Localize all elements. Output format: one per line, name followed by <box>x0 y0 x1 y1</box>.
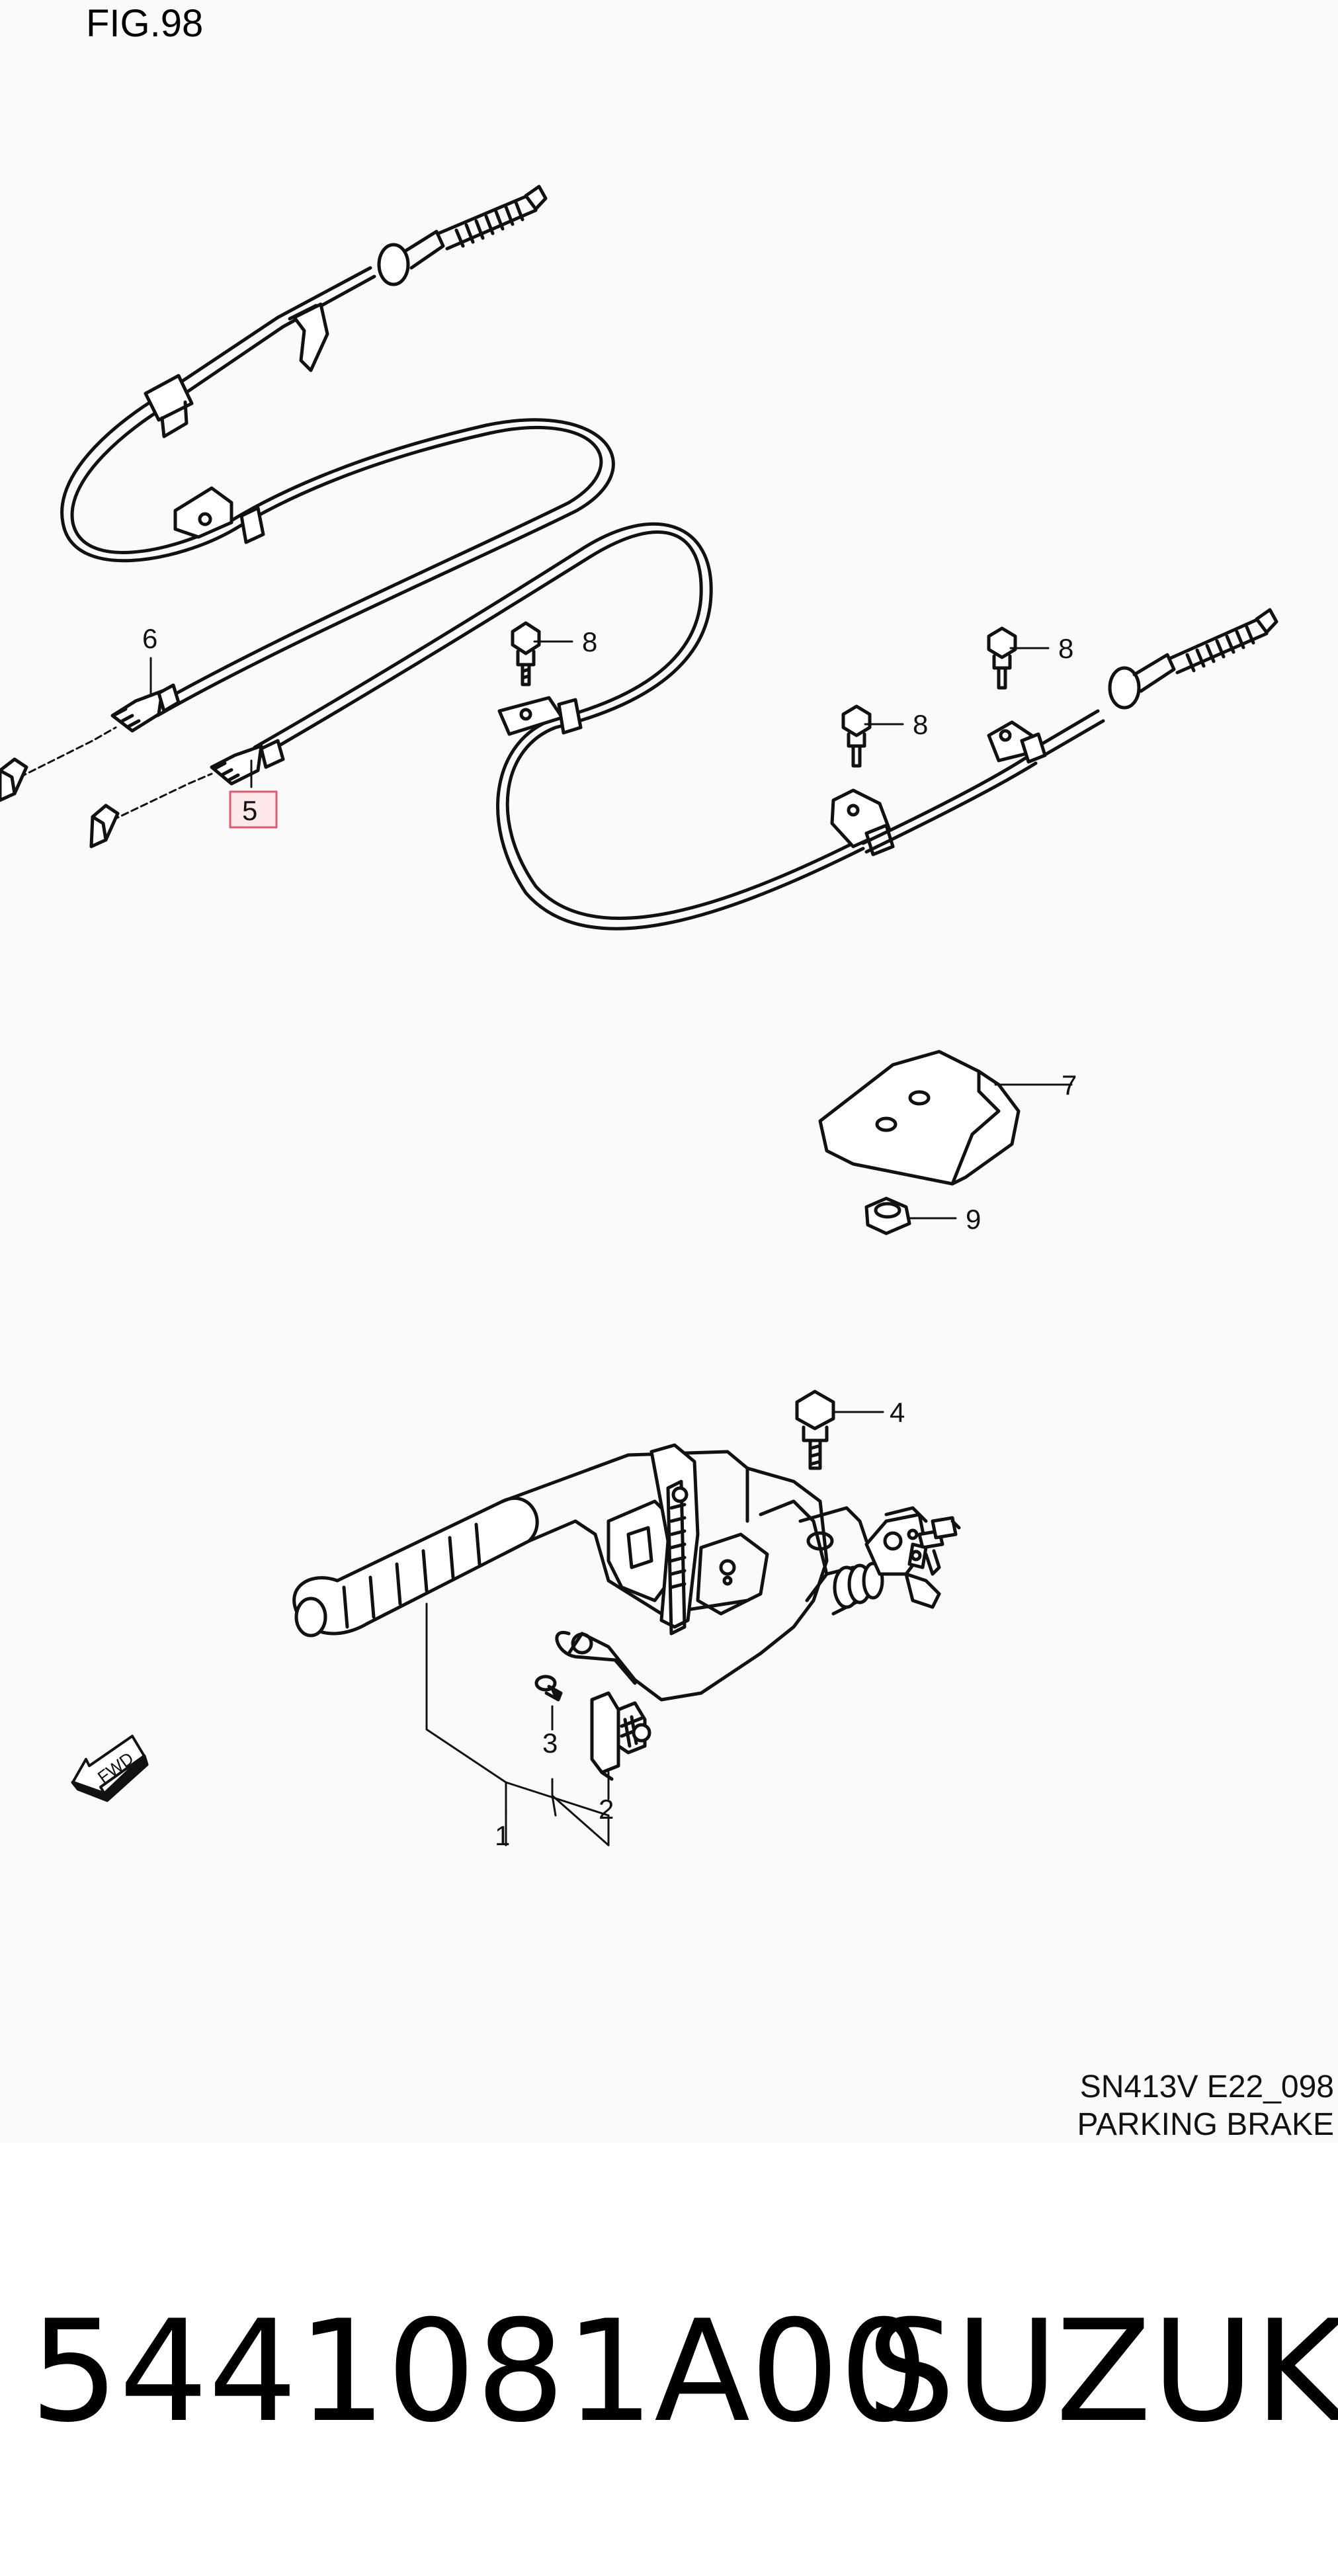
callout-1: 1 <box>495 1820 510 1851</box>
bracket-2 <box>590 1691 651 1781</box>
bolt-8-c <box>841 704 904 768</box>
bolt-4 <box>795 1390 884 1470</box>
callout-4: 4 <box>890 1397 905 1428</box>
screw-3 <box>534 1675 563 1702</box>
callout-8-b: 8 <box>1058 633 1073 664</box>
figure-title: FIG.98 <box>86 2 204 45</box>
parking-brake-lever-1 <box>292 1443 961 1702</box>
leader-lines <box>425 1602 610 1847</box>
bolt-8-a <box>511 621 573 686</box>
callout-5[interactable]: 5 <box>242 795 257 826</box>
brand-name: SUZUKI <box>866 2290 1338 2453</box>
callout-6: 6 <box>142 623 157 654</box>
diagram-panel: FWD 6 5 8 8 8 7 9 4 3 2 1 FIG.98 SN413V … <box>0 2 1334 2142</box>
callout-numbers: 6 5 8 8 8 7 9 4 3 2 1 <box>142 623 1077 1851</box>
nut-9 <box>864 1196 957 1235</box>
parts-diagram: FWD 6 5 8 8 8 7 9 4 3 2 1 <box>0 185 1278 1851</box>
callout-9: 9 <box>966 1204 981 1235</box>
part-number: 5441081A00 <box>30 2290 929 2453</box>
cable-leaders <box>149 657 253 788</box>
brake-cable-5 <box>89 522 1278 931</box>
fwd-arrow-icon <box>71 1735 149 1802</box>
cover-7 <box>818 1050 1073 1186</box>
callout-8-a: 8 <box>582 626 597 657</box>
callout-8-c: 8 <box>913 709 928 740</box>
callout-7: 7 <box>1062 1069 1077 1101</box>
callout-3: 3 <box>542 1727 558 1759</box>
callout-5-highlight[interactable] <box>229 790 278 829</box>
bolt-8-b <box>987 626 1050 690</box>
diagram-code: SN413V E22_098 <box>1079 2069 1334 2104</box>
brake-cable-6 <box>0 185 615 802</box>
callout-2: 2 <box>599 1794 614 1825</box>
diagram-section: PARKING BRAKE <box>1077 2107 1334 2142</box>
